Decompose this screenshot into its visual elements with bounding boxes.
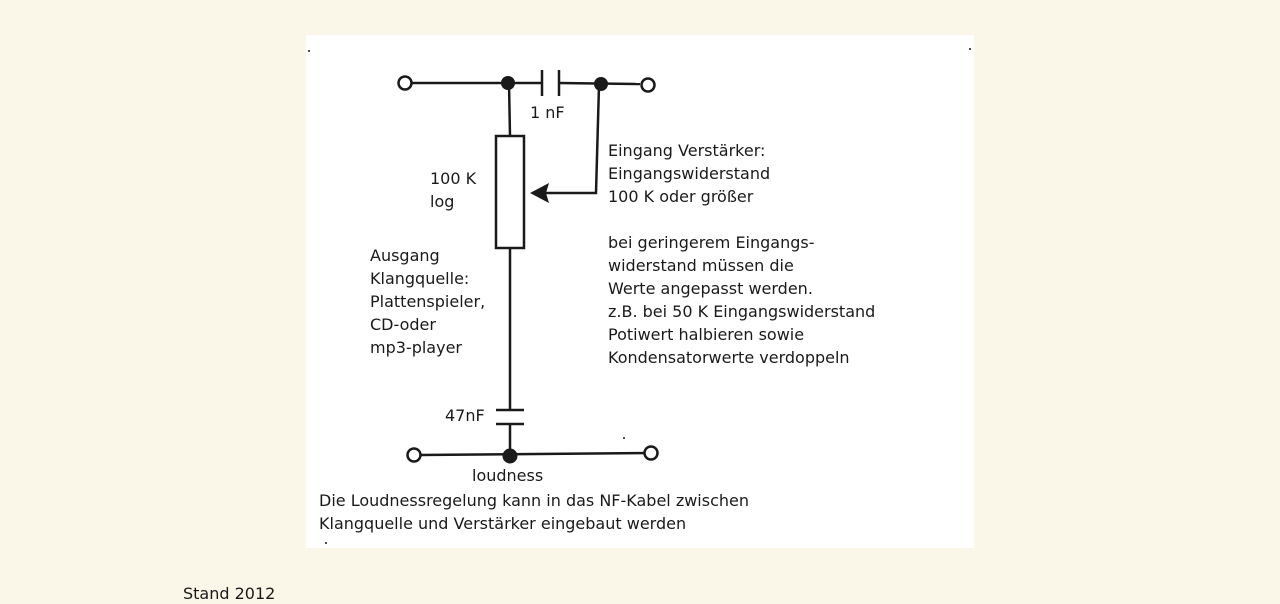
terminal-top-left bbox=[397, 75, 413, 91]
terminal-top-right bbox=[640, 77, 656, 93]
label-output-source: Ausgang Klangquelle: Plattenspieler, CD-… bbox=[370, 246, 486, 357]
circuit-schematic bbox=[308, 48, 971, 544]
junction-top-right bbox=[594, 77, 608, 91]
label-loudness: loudness bbox=[472, 466, 544, 485]
wiper-wire bbox=[546, 84, 601, 195]
potentiometer-body bbox=[494, 134, 526, 250]
footer-stand: Stand 2012 bbox=[183, 584, 276, 603]
wiper-arrow bbox=[530, 183, 549, 203]
terminal-bottom-left bbox=[406, 447, 422, 463]
speck bbox=[308, 50, 310, 52]
wire-to-pot-top bbox=[507, 82, 512, 137]
label-input-amplifier: Eingang Verstärker: Eingangswiderstand 1… bbox=[608, 141, 771, 206]
speck bbox=[969, 48, 971, 50]
speck bbox=[325, 542, 327, 544]
label-capacitor-47nf: 47nF bbox=[445, 406, 485, 425]
speck bbox=[623, 437, 625, 439]
label-capacitor-1nf: 1 nF bbox=[530, 103, 565, 122]
label-potentiometer: 100 K log bbox=[430, 169, 477, 211]
circuit-diagram: 1 nF 100 K log Eingang Verstärker: Einga… bbox=[306, 35, 974, 548]
terminal-bottom-right bbox=[643, 445, 659, 461]
label-note: bei geringerem Eingangs- widerstand müss… bbox=[608, 233, 876, 367]
wire-bottom bbox=[419, 451, 652, 457]
junction-bottom bbox=[502, 448, 518, 464]
junction-top-left bbox=[501, 76, 515, 90]
diagram-caption: Die Loudnessregelung kann in das NF-Kabe… bbox=[319, 491, 749, 533]
